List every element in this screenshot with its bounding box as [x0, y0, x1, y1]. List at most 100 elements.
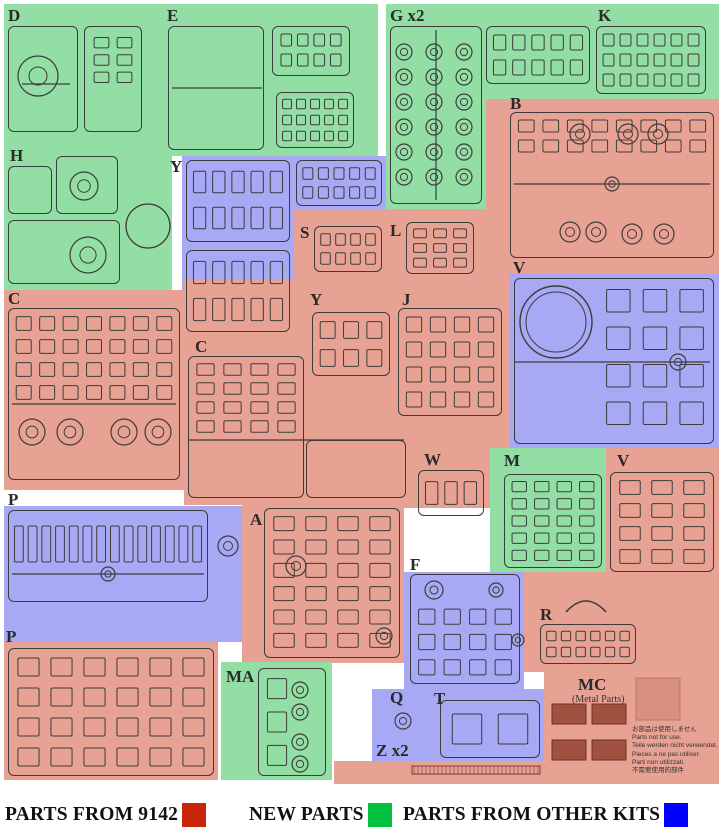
road-wheel [425, 143, 443, 161]
label-sprue-p-1: P [8, 490, 19, 509]
swatch-new-parts [367, 803, 392, 827]
small-part [443, 659, 461, 676]
notice-line: Parti non utilizzati. [632, 758, 685, 766]
small-part [579, 480, 595, 493]
small-part [433, 228, 447, 239]
hull-part [679, 326, 704, 350]
small-part [182, 657, 205, 677]
sprue-l-frame [406, 222, 474, 274]
notice-line: Parts not for use. [632, 734, 682, 742]
ma-part [291, 755, 309, 773]
small-part [282, 98, 292, 110]
small-part [62, 316, 79, 331]
small-part [250, 420, 269, 433]
sprue-y-frame-2 [296, 160, 382, 206]
small-part [273, 609, 295, 625]
small-part [560, 630, 572, 642]
small-part [418, 608, 436, 625]
ma-part-hub [295, 737, 305, 747]
parts-sheet: D E G x2 K B H Y S L C Y J V C W M V P A… [4, 4, 719, 784]
small-part [39, 385, 56, 400]
sprue-y-frame-4 [312, 312, 390, 376]
road-wheel-hub [429, 122, 439, 132]
gear-part-hub [514, 636, 522, 644]
sprue-v-frame-1 [514, 278, 714, 444]
small-part [453, 228, 467, 239]
road-wheel-hub [459, 122, 469, 132]
small-part [413, 228, 427, 239]
small-part [223, 420, 242, 433]
small-part [282, 114, 292, 126]
small-part [337, 632, 359, 648]
label-sprue-q: Q [390, 688, 404, 707]
small-part [683, 480, 705, 495]
small-part [302, 167, 314, 180]
small-part [651, 549, 673, 564]
small-part [296, 53, 309, 67]
small-part [550, 34, 564, 51]
small-part [17, 687, 40, 707]
small-part [83, 717, 106, 737]
sprue-w-frame [418, 470, 484, 516]
track-link-part [212, 260, 226, 285]
sprue-d-frame-2 [84, 26, 142, 132]
small-part [350, 233, 361, 246]
label-sprue-b: B [510, 94, 522, 113]
legend-other-kits: PARTS FROM OTHER KITS [403, 800, 689, 830]
small-part [365, 233, 376, 246]
small-part [477, 366, 495, 383]
small-part [196, 420, 215, 433]
small-part [602, 73, 615, 87]
sprue-g-frame-2 [486, 26, 590, 84]
sprue-artwork [12, 30, 710, 775]
small-part [310, 114, 320, 126]
small-part [86, 339, 102, 354]
region-sprue-f [404, 572, 524, 689]
idler-wheel-hub [151, 425, 165, 439]
label-sprue-r: R [540, 605, 553, 624]
small-part [575, 630, 586, 642]
small-part [683, 526, 705, 541]
torsion-bar [123, 525, 134, 563]
track-link-part [250, 260, 264, 285]
small-part [317, 186, 329, 199]
idler-wheel [110, 418, 138, 446]
label-sprue-z: Z x2 [376, 741, 409, 760]
small-part [615, 119, 633, 133]
road-wheel [395, 143, 413, 161]
small-part [17, 717, 40, 737]
label-sprue-c-1: C [8, 289, 21, 308]
gear-part-hub [429, 585, 439, 595]
small-part [670, 33, 683, 47]
small-part [149, 717, 172, 737]
road-wheel-hub [429, 72, 439, 82]
cylinder-part [375, 627, 393, 645]
small-part [453, 243, 467, 253]
sprue-e-frame-3 [276, 92, 354, 148]
notice-line: 不需要使用的部件 [632, 767, 684, 775]
small-part [433, 243, 447, 253]
q-part-hub [398, 716, 408, 726]
small-part [305, 586, 327, 602]
small-part [542, 119, 560, 133]
label-sprue-j: J [402, 290, 411, 309]
region-sprue-v-upper [510, 274, 719, 448]
small-part [517, 119, 535, 133]
small-part [511, 480, 527, 493]
sprue-gate-ring-hub [223, 541, 233, 551]
small-part [556, 480, 572, 493]
region-sprue-b [486, 99, 719, 274]
torsion-bar [82, 525, 93, 563]
small-part [477, 316, 495, 333]
small-part [338, 114, 348, 126]
small-part [364, 186, 376, 199]
small-part [494, 633, 512, 651]
ma-part [291, 733, 309, 751]
sprue-h-frame-1 [8, 166, 52, 214]
small-part [429, 316, 447, 333]
small-part [405, 316, 423, 333]
idler-wheel [144, 418, 172, 446]
small-part [590, 646, 601, 658]
small-part [182, 717, 205, 737]
small-part [429, 391, 447, 408]
